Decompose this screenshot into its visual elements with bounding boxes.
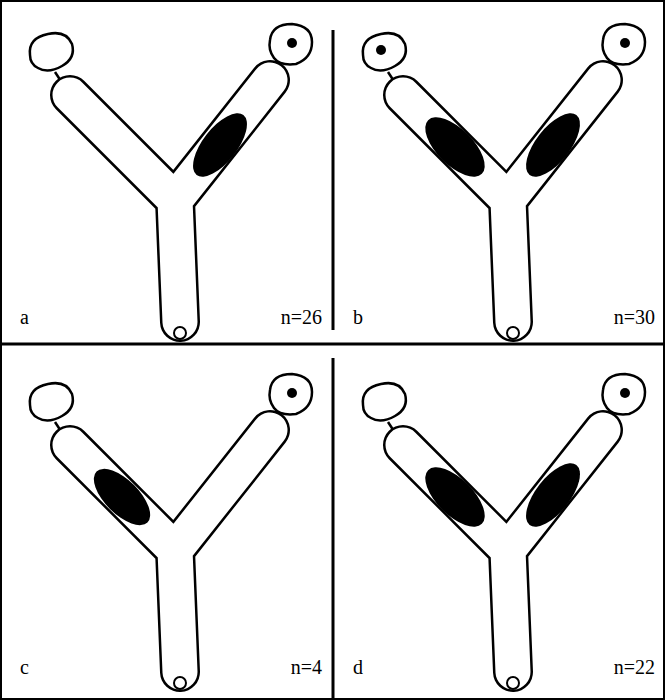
sample-count: n=4 (291, 656, 322, 678)
panel-letter: d (353, 656, 363, 678)
panel-letter: a (20, 306, 29, 328)
divider-line (332, 30, 335, 330)
embryo-mark (85, 460, 160, 535)
embryo-mark (415, 457, 494, 536)
embryo-mark (415, 107, 494, 186)
uterus-figure (30, 374, 312, 689)
sample-count: n=22 (614, 656, 655, 678)
embryo-mark (183, 105, 257, 186)
uterus-figure (30, 24, 312, 339)
divider-line (0, 343, 665, 346)
embryo-mark (516, 455, 590, 536)
uterus-figure (363, 24, 645, 339)
uterus-figure (363, 374, 645, 689)
panel-letter: c (20, 656, 29, 678)
divider-line (332, 358, 335, 700)
embryo-mark (516, 105, 590, 186)
sample-count: n=30 (614, 306, 655, 328)
panel-letter: b (353, 306, 363, 328)
sample-count: n=26 (281, 306, 322, 328)
